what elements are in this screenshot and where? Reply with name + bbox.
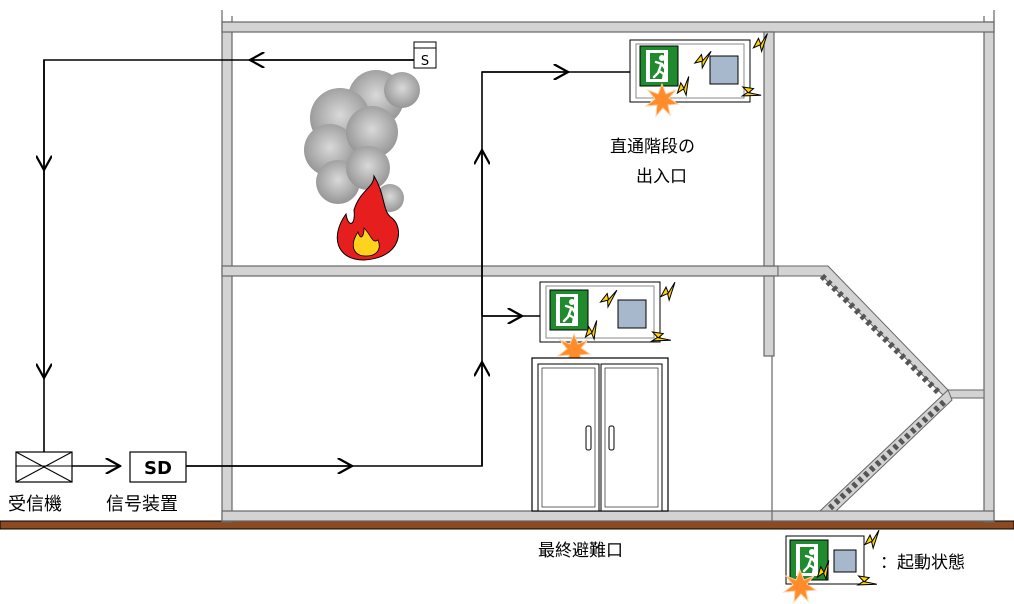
final-exit-label: 最終避難口 — [538, 541, 623, 561]
signal-device-box: SD — [129, 451, 187, 483]
stairs — [777, 265, 985, 512]
building-walls — [221, 21, 995, 523]
legend-label: ：起動状態 — [880, 553, 965, 573]
lower-exit-sign — [539, 280, 682, 367]
strobe-icon — [833, 549, 857, 573]
receiver-label: 受信機 — [8, 494, 62, 515]
strobe-icon — [617, 299, 647, 329]
exit-sign-icon — [638, 44, 680, 88]
signal-device-label: 信号装置 — [106, 494, 178, 515]
sd-label: SD — [144, 458, 172, 479]
ground-line — [0, 520, 1014, 530]
lightning-icon — [657, 280, 682, 304]
lightning-icon — [861, 528, 886, 552]
strobe-icon — [709, 55, 739, 85]
exit-sign-icon — [548, 288, 590, 332]
stair-exit-label-line1: 直通階段の — [610, 137, 695, 157]
detector-label: S — [421, 54, 429, 69]
upper-exit-sign — [629, 31, 775, 117]
smoke-detector-icon: S — [413, 41, 437, 69]
stair-exit-label-line2: 出入口 — [636, 167, 687, 187]
smoke-icon — [304, 70, 420, 212]
door-icon — [531, 357, 669, 512]
signal-lines — [44, 60, 630, 466]
legend: ：起動状態 — [783, 528, 965, 603]
fire-icon — [336, 174, 399, 261]
receiver-icon — [15, 451, 73, 483]
